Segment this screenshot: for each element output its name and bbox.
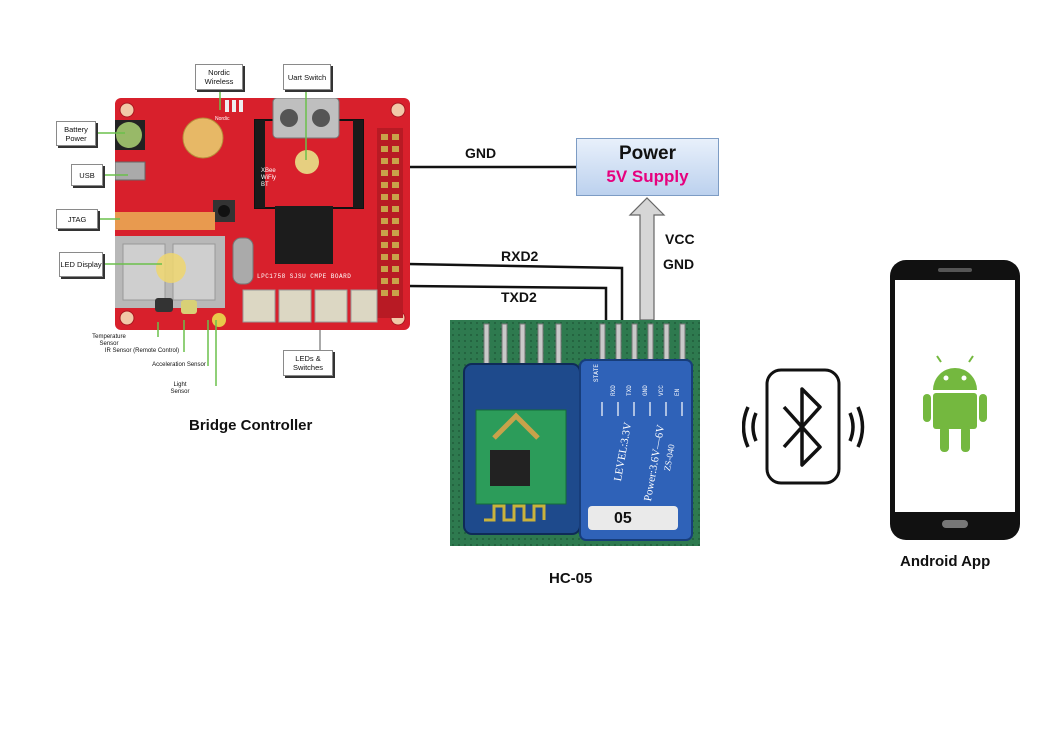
hc05-drawing [450,320,700,546]
callout-led-display: LED Display [59,252,103,277]
android-app-caption: Android App [900,553,991,570]
hc05-caption: HC-05 [549,570,593,587]
bluetooth-icon [742,368,865,485]
acceleration-sensor-label: Acceleration Sensor [152,362,206,368]
board-silkscreen: LPC1758 SJSU CMPE BOARD [257,273,352,280]
gnd-wire-label: GND [465,145,497,161]
power-arrow [628,197,666,321]
callout-uart-switch: Uart Switch [283,64,331,90]
rxd2-wire [407,262,624,330]
pin-en-label: EN [674,388,681,396]
power-supply-box: Power 5V Supply [576,138,719,196]
power-subtitle: 5V Supply [606,167,689,186]
txd2-wire [407,284,608,330]
pin-rxd-label: RXD [610,385,617,396]
light-sensor-label: Light Sensor [170,382,190,395]
pin-state-label: STATE [593,363,600,382]
bridge-controller-caption: Bridge Controller [189,417,313,434]
hc05-sticker-text: 05 [614,510,632,527]
android-logo-icon [923,355,987,452]
gnd-side-wire-label: GND [663,256,695,272]
callout-jtag: JTAG [56,209,98,229]
hc05-pin-labels: STATE RXD TXD GND VCC EN [590,364,694,402]
xbee-silkscreen: XBee WiFly BT [261,168,276,188]
pin-vcc-label: VCC [658,385,665,396]
pin-gnd-label: GND [642,385,649,396]
android-phone-icon [890,260,1020,540]
temperature-sensor-label: Temperature Sensor [92,334,126,347]
rxd2-wire-label: RXD2 [501,248,539,264]
nordic-silkscreen: Nordic [215,116,230,122]
power-title: Power [618,143,677,164]
callout-nordic-wireless: Nordic Wireless [195,64,243,90]
lpc-board: LPC1758 SJSU CMPE BOARD XBee WiFly BT No… [114,97,410,330]
board-drawing [114,97,410,330]
callout-leds-switches: LEDs & Switches [283,350,333,376]
vcc-wire-label: VCC [665,231,695,247]
ir-sensor-label: IR Sensor (Remote Control) [104,348,180,354]
txd2-wire-label: TXD2 [501,289,537,305]
callout-usb: USB [71,164,103,186]
hc05-module-photo: STATE RXD TXD GND VCC EN LEVEL:3.3V Powe… [450,320,700,546]
callout-battery-power: Battery Power [56,121,96,146]
pin-txd-label: TXD [626,385,633,396]
